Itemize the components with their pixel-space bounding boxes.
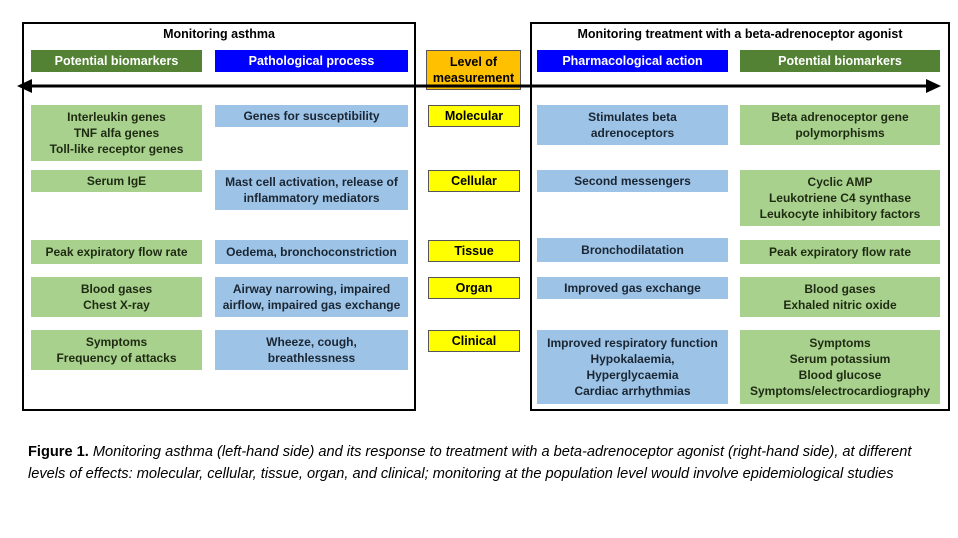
level-organ: Organ	[428, 277, 520, 299]
organ-right-biomarkers: Blood gases Exhaled nitric oxide	[740, 277, 940, 317]
level-header: Level of measurement	[426, 50, 521, 90]
caption-label: Figure 1.	[28, 444, 89, 460]
organ-right-action: Improved gas exchange	[537, 277, 728, 299]
left-process-header: Pathological process	[215, 50, 408, 72]
right-biomarkers-header: Potential biomarkers	[740, 50, 940, 72]
molecular-left-process: Genes for susceptibility	[215, 105, 408, 127]
level-molecular: Molecular	[428, 105, 520, 127]
tissue-left-biomarkers: Peak expiratory flow rate	[31, 240, 202, 264]
organ-left-biomarkers: Blood gases Chest X-ray	[31, 277, 202, 317]
tissue-right-biomarkers: Peak expiratory flow rate	[740, 240, 940, 264]
clinical-right-biomarkers: Symptoms Serum potassium Blood glucose S…	[740, 330, 940, 404]
tissue-right-action: Bronchodilatation	[537, 238, 728, 262]
figure-caption: Figure 1. Monitoring asthma (left-hand s…	[28, 441, 938, 485]
organ-left-process: Airway narrowing, impaired airflow, impa…	[215, 277, 408, 317]
cellular-right-biomarkers: Cyclic AMP Leukotriene C4 synthase Leuko…	[740, 170, 940, 226]
clinical-left-process: Wheeze, cough, breathlessness	[215, 330, 408, 370]
left-panel-title: Monitoring asthma	[163, 27, 275, 41]
level-clinical: Clinical	[428, 330, 520, 352]
clinical-right-action: Improved respiratory function Hypokalaem…	[537, 330, 728, 404]
clinical-left-biomarkers: Symptoms Frequency of attacks	[31, 330, 202, 370]
left-biomarkers-header: Potential biomarkers	[31, 50, 202, 72]
right-action-header: Pharmacological action	[537, 50, 728, 72]
molecular-right-action: Stimulates beta adrenoceptors	[537, 105, 728, 145]
level-cellular: Cellular	[428, 170, 520, 192]
molecular-right-biomarkers: Beta adrenoceptor gene polymorphisms	[740, 105, 940, 145]
cellular-left-biomarkers: Serum IgE	[31, 170, 202, 192]
caption-text: Monitoring asthma (left-hand side) and i…	[28, 444, 912, 482]
level-tissue: Tissue	[428, 240, 520, 262]
molecular-left-biomarkers: Interleukin genes TNF alfa genes Toll-li…	[31, 105, 202, 161]
right-panel-title: Monitoring treatment with a beta-adrenoc…	[577, 27, 903, 41]
tissue-left-process: Oedema, bronchoconstriction	[215, 240, 408, 264]
cellular-left-process: Mast cell activation, release of inflamm…	[215, 170, 408, 210]
cellular-right-action: Second messengers	[537, 170, 728, 192]
